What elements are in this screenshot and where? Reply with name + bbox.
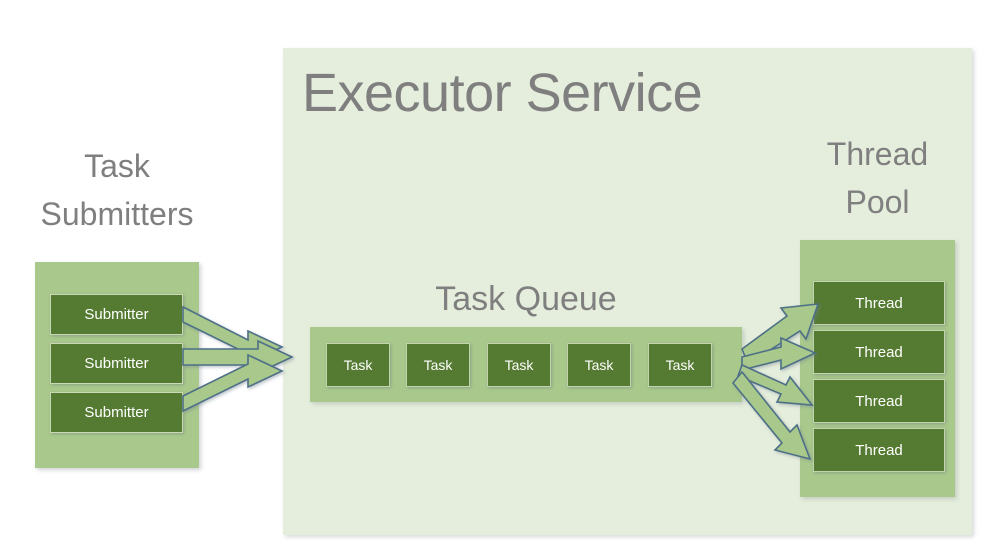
thread-pool-title: Thread Pool (800, 130, 955, 226)
task-box[interactable]: Task (487, 343, 551, 387)
thread-box[interactable]: Thread (813, 428, 945, 472)
submitter-box[interactable]: Submitter (50, 294, 183, 335)
thread-box[interactable]: Thread (813, 330, 945, 374)
thread-box[interactable]: Thread (813, 281, 945, 325)
thread-pool-title-line2: Pool (845, 184, 910, 220)
executor-service-title: Executor Service (302, 63, 703, 123)
task-box[interactable]: Task (406, 343, 470, 387)
task-box[interactable]: Task (648, 343, 712, 387)
thread-box[interactable]: Thread (813, 379, 945, 423)
thread-pool-title-line1: Thread (826, 136, 929, 172)
task-submitters-title-line2: Submitters (40, 196, 194, 232)
task-queue-title: Task Queue (435, 280, 617, 318)
submitter-box[interactable]: Submitter (50, 343, 183, 384)
submitter-box[interactable]: Submitter (50, 392, 183, 433)
task-submitters-title-line1: Task (84, 148, 150, 184)
task-box[interactable]: Task (326, 343, 390, 387)
task-box[interactable]: Task (567, 343, 631, 387)
arrow-submitter2-to-queue (182, 339, 294, 375)
task-submitters-title: Task Submitters (35, 142, 199, 238)
